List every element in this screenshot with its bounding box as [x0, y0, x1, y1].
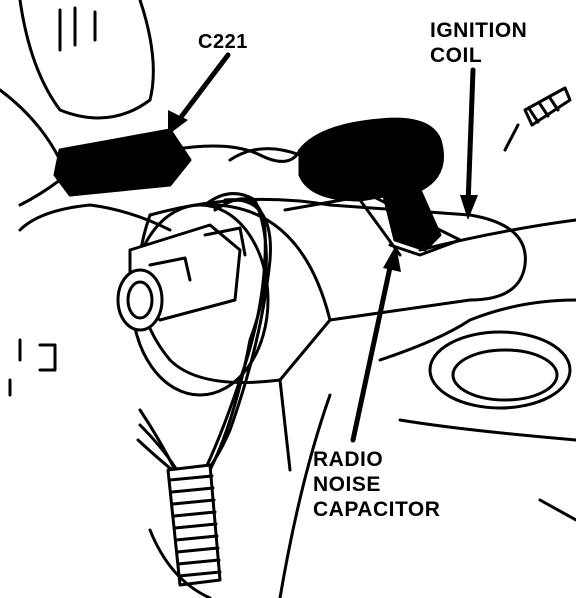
capacitor-label-line3: CAPACITOR — [313, 498, 441, 521]
c221-connector — [18, 128, 192, 207]
wire-conduit — [166, 463, 222, 587]
radio-noise-capacitor-label: RADIO NOISE CAPACITOR — [313, 447, 440, 522]
ignition-coil-label: IGNITION COIL — [430, 18, 527, 68]
engine-background-outline — [0, 0, 155, 397]
callout-arrows — [172, 52, 476, 443]
ignition-coil-leader-line — [465, 67, 476, 208]
c221-label: C221 — [198, 30, 248, 55]
mounting-bolt — [503, 86, 572, 152]
capacitor-label-line1: RADIO — [313, 448, 384, 471]
radio-noise-capacitor — [228, 117, 444, 252]
coil-terminal-block — [116, 223, 247, 332]
engine-bracket-outline — [378, 218, 576, 522]
ignition-coil-arrowhead — [460, 195, 478, 220]
lower-bracket — [148, 378, 332, 598]
c221-leader-line — [172, 52, 231, 128]
c221-arrowhead — [168, 110, 188, 135]
ignition-coil-label-line1: IGNITION — [430, 19, 528, 42]
capacitor-arrowhead — [383, 245, 401, 272]
c221-label-text: C221 — [198, 31, 248, 53]
capacitor-leader-line — [350, 255, 395, 443]
ignition-coil-label-line2: COIL — [430, 44, 483, 67]
capacitor-label-line2: NOISE — [313, 473, 381, 496]
